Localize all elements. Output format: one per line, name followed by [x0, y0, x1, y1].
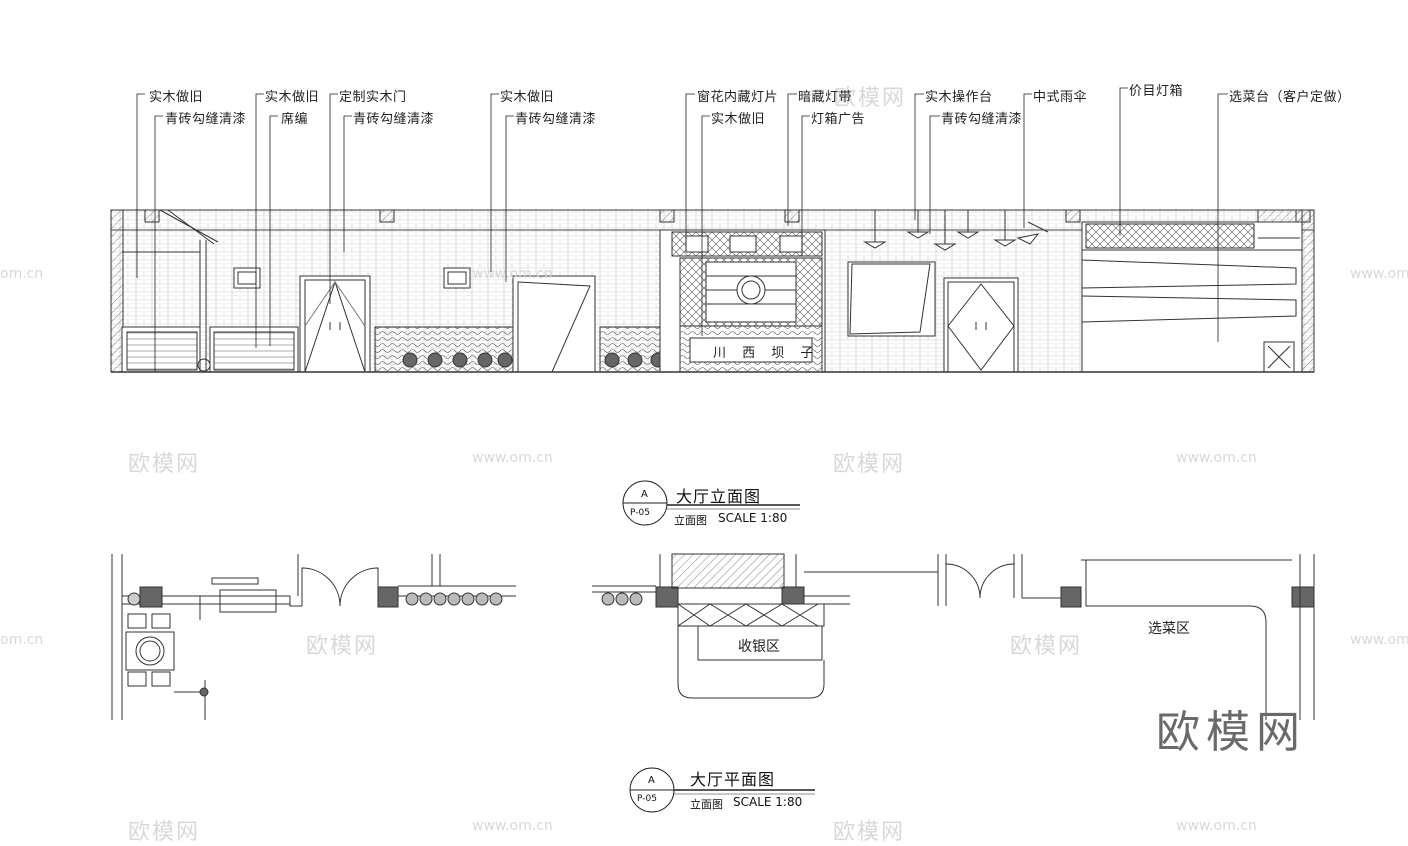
elevation-title-bubble	[622, 480, 800, 526]
watermark-url-short: om.cn	[0, 632, 44, 648]
watermark-brand: 欧模网	[306, 634, 379, 659]
callout-label: 青砖勾缝清漆	[941, 112, 1023, 127]
watermark-brand: 欧模网	[833, 820, 906, 845]
plan-view	[111, 553, 1315, 720]
plan-bubble-letter: A	[648, 775, 655, 786]
elevation-scale: SCALE 1:80	[718, 511, 788, 525]
plan-title-bubble	[629, 767, 815, 813]
plan-bubble-sheet: P-05	[637, 794, 657, 804]
callout-label: 价目灯箱	[1129, 84, 1184, 99]
callout-label: 实木操作台	[925, 90, 993, 105]
callout-label: 实木做旧	[149, 90, 204, 105]
elevation-subtitle: 立面图	[674, 514, 707, 527]
watermark-url: www.om.cn	[1350, 632, 1408, 648]
watermark-brand: 欧模网	[128, 452, 201, 477]
callout-label: 青砖勾缝清漆	[515, 112, 597, 127]
elevation-bubble-sheet: P-05	[630, 508, 650, 518]
watermark-url: www.om.cn	[472, 818, 553, 834]
watermark-brand: 欧模网	[1010, 634, 1083, 659]
callout-label: 实木做旧	[500, 90, 555, 105]
callout-label: 暗藏灯带	[798, 90, 853, 105]
callout-label: 定制实木门	[339, 90, 407, 105]
shop-sign: 川 西 坝 子	[713, 346, 820, 361]
plan-title: 大厅平面图	[690, 770, 776, 789]
callout-label: 实木做旧	[265, 90, 320, 105]
watermark-url: www.om.cn	[472, 450, 553, 466]
brand-watermark: 欧模网	[1156, 707, 1306, 758]
watermark-brand: 欧模网	[834, 86, 907, 111]
elevation-bubble-letter: A	[641, 489, 648, 500]
callout-label: 青砖勾缝清漆	[165, 112, 247, 127]
watermark-url: www.om.cn	[1176, 450, 1257, 466]
callout-label: 选菜台（客户定做）	[1229, 90, 1351, 105]
callout-label: 中式雨伞	[1033, 90, 1088, 105]
watermark-url: www.om.cn	[1350, 266, 1408, 282]
callout-label: 窗花内藏灯片	[697, 90, 779, 105]
plan-subtitle: 立面图	[690, 798, 723, 811]
callout-label: 灯箱广告	[811, 112, 866, 127]
callout-label: 实木做旧	[711, 112, 766, 127]
watermark-url-short: om.cn	[0, 266, 44, 282]
watermark-url: www.om.cn	[472, 266, 553, 282]
plan-scale: SCALE 1:80	[733, 795, 803, 809]
callout-label: 席编	[281, 112, 309, 127]
watermark-url: www.om.cn	[1176, 818, 1257, 834]
watermark-brand: 欧模网	[128, 820, 201, 845]
elevation-callout-leaders	[136, 87, 1228, 372]
room-label-selection: 选菜区	[1148, 621, 1190, 637]
watermark-brand: 欧模网	[833, 452, 906, 477]
room-label-cashier: 收银区	[738, 639, 780, 655]
callout-label: 青砖勾缝清漆	[353, 112, 435, 127]
elevation-view	[110, 209, 1315, 373]
elevation-title: 大厅立面图	[676, 487, 762, 506]
